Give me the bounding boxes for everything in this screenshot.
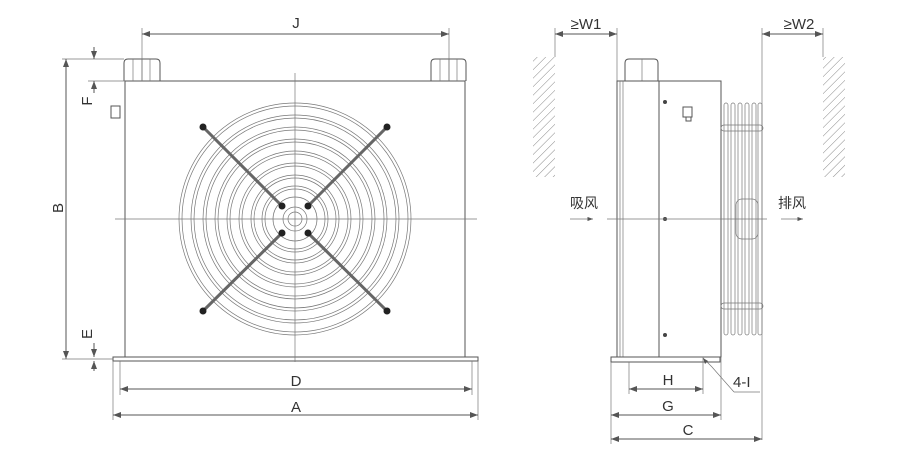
label-air-out: 排风 [778, 196, 806, 212]
front-view: J F B E D A [50, 15, 479, 420]
holes-callout: 4-I [702, 357, 760, 393]
dim-A: A [112, 361, 479, 420]
dim-W1: ≥W1 [554, 16, 618, 81]
dim-H: H [628, 357, 704, 394]
guard-band [720, 302, 764, 310]
label-4-I: 4-I [733, 374, 751, 391]
side-connector-icon [682, 106, 693, 118]
dim-D: D [119, 361, 473, 395]
label-J: J [292, 15, 300, 32]
label-B: B [50, 203, 67, 213]
dim-B: B [50, 59, 69, 359]
label-A: A [291, 399, 301, 416]
label-W2: ≥W2 [784, 16, 815, 33]
wall-right [823, 57, 845, 177]
dim-W2: ≥W2 [761, 16, 824, 440]
connector-icon [110, 105, 121, 119]
side-fitting [624, 58, 659, 81]
label-C: C [683, 422, 694, 439]
label-W1: ≥W1 [571, 16, 602, 33]
wall-left [533, 57, 555, 177]
fan-arms [199, 123, 391, 315]
outlet-fitting-right [430, 58, 467, 81]
base-plate [112, 356, 479, 362]
label-E: E [79, 329, 96, 339]
label-air-in: 吸风 [570, 196, 598, 212]
label-D: D [291, 373, 302, 390]
dim-G: G [610, 357, 722, 444]
dim-J: J [141, 15, 450, 81]
side-view: ≥W1 ≥W2 吸风 排风 H G [533, 16, 845, 444]
dim-E: E [62, 329, 113, 371]
dim-F: F [62, 47, 125, 106]
dim-C: C [611, 422, 762, 442]
side-base [610, 356, 721, 363]
label-G: G [662, 398, 674, 415]
guard-band [720, 124, 764, 132]
label-H: H [663, 372, 674, 389]
label-F: F [79, 96, 96, 105]
